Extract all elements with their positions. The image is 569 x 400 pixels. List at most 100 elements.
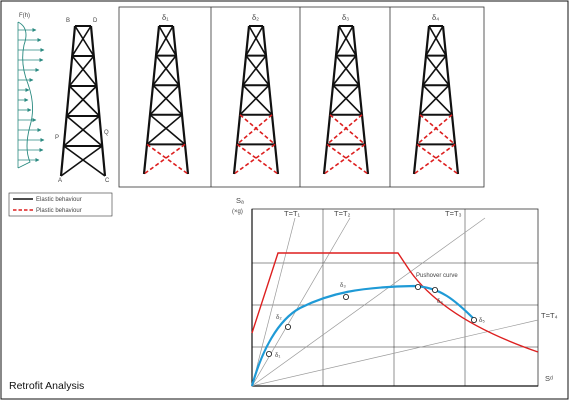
- tower-brace: [63, 115, 100, 147]
- tower-brace: [416, 114, 453, 146]
- panel-label-2: δ₂: [252, 13, 259, 22]
- tower-brace: [155, 25, 174, 56]
- period-label-t3: T=T₃: [445, 209, 462, 218]
- point-label-5: δ₅: [479, 318, 485, 324]
- tower-brace: [143, 143, 186, 175]
- tower-brace: [149, 84, 180, 116]
- tower-brace: [332, 84, 363, 116]
- panel-tower-2: [232, 25, 280, 175]
- tower-brace: [239, 114, 276, 146]
- lateral-load-profile: F(h): [17, 13, 45, 169]
- tower-brace: [242, 55, 267, 86]
- tower-brace: [425, 25, 444, 56]
- tower-brace: [71, 55, 98, 87]
- tower-brace: [245, 55, 270, 86]
- panel-tower-3: [322, 25, 370, 175]
- tower-brace: [419, 114, 456, 146]
- tower-column: [232, 25, 251, 175]
- tower-column: [59, 25, 77, 177]
- period-line-t4: [251, 319, 539, 387]
- tower-brace: [152, 55, 177, 86]
- panel-label-3: δ₃: [342, 13, 349, 22]
- y-axis-unit: (×g): [232, 209, 243, 215]
- tower-brace: [158, 25, 177, 56]
- tower-brace: [63, 145, 106, 177]
- tower-brace: [74, 25, 95, 57]
- tower-brace: [60, 145, 103, 177]
- tower-brace: [245, 25, 264, 56]
- panel-label-1: δ₁: [162, 13, 169, 22]
- tower-brace: [242, 84, 273, 116]
- x-axis-label: Sᵈ: [545, 374, 553, 383]
- tower-brace: [146, 143, 189, 175]
- load-profile-curve: [17, 21, 33, 169]
- tower-brace: [248, 25, 267, 56]
- tower-brace: [155, 55, 180, 86]
- node-d-label: D: [93, 18, 98, 24]
- point-delta-5: [470, 316, 477, 323]
- legend-elastic-label: Elastic behaviour: [36, 197, 82, 203]
- tower-brace: [66, 115, 103, 147]
- panel-tower-1: [142, 25, 190, 175]
- tower-column: [89, 25, 107, 177]
- tower-column: [171, 25, 190, 175]
- demand-spectrum-curve: [251, 252, 539, 353]
- legend-plastic-label: Plastic behaviour: [36, 208, 82, 214]
- tower-brace: [335, 55, 360, 86]
- tower-brace: [413, 143, 456, 175]
- period-line-t3: [251, 217, 486, 387]
- pushover-curve-label: Pushover curve: [416, 273, 458, 279]
- node-c-label: C: [105, 178, 110, 184]
- tower-brace: [416, 143, 459, 175]
- tower-brace: [149, 114, 186, 146]
- tower-brace: [236, 143, 279, 175]
- tower-brace: [326, 114, 363, 146]
- node-q-label: Q: [104, 130, 109, 136]
- tower-brace: [422, 84, 453, 116]
- point-delta-1: [265, 350, 272, 357]
- tower-brace: [71, 25, 92, 57]
- tower-column: [261, 25, 280, 175]
- tower-brace: [146, 114, 183, 146]
- figure-caption: Retrofit Analysis: [9, 380, 85, 392]
- point-delta-3: [342, 293, 349, 300]
- tower-brace: [335, 25, 354, 56]
- capacity-spectrum-chart: δ₁ δ₂ δ₃ δ₄ δ₅ Pushover curve Sₐ (×g) Sᵈ…: [232, 196, 558, 387]
- tower-column: [322, 25, 341, 175]
- tower-brace: [419, 84, 450, 116]
- point-label-1: δ₁: [275, 353, 280, 359]
- period-line-t2: [251, 217, 351, 387]
- point-delta-4: [414, 283, 421, 290]
- load-label: F(h): [19, 13, 30, 19]
- tower-brace: [239, 84, 270, 116]
- tower-brace: [332, 55, 357, 86]
- tower-brace: [323, 143, 366, 175]
- tower-brace: [233, 143, 276, 175]
- panel-tower-4: [412, 25, 460, 175]
- point-delta-2: [284, 323, 291, 330]
- y-axis-label: Sₐ: [236, 196, 244, 205]
- period-label-t1: T=T₁: [284, 209, 301, 218]
- original-frame: [59, 25, 107, 177]
- tower-column: [142, 25, 161, 175]
- tower-brace: [338, 25, 357, 56]
- tower-column: [441, 25, 460, 175]
- pushover-curve: [250, 284, 476, 387]
- tower-brace: [329, 114, 366, 146]
- tower-brace: [422, 55, 447, 86]
- tower-brace: [66, 85, 98, 117]
- tower-brace: [425, 55, 450, 86]
- tower-brace: [152, 84, 183, 116]
- legend: Elastic behaviour Plastic behaviour: [8, 192, 113, 217]
- tower-brace: [326, 143, 369, 175]
- tower-brace: [68, 55, 95, 87]
- tower-brace: [329, 84, 360, 116]
- node-a-label: A: [58, 178, 62, 184]
- period-label-t2: T=T₂: [334, 209, 351, 218]
- node-p-label: P: [55, 135, 59, 141]
- original-frame-tower: [59, 25, 107, 177]
- tower-column: [412, 25, 431, 175]
- tower-brace: [428, 25, 447, 56]
